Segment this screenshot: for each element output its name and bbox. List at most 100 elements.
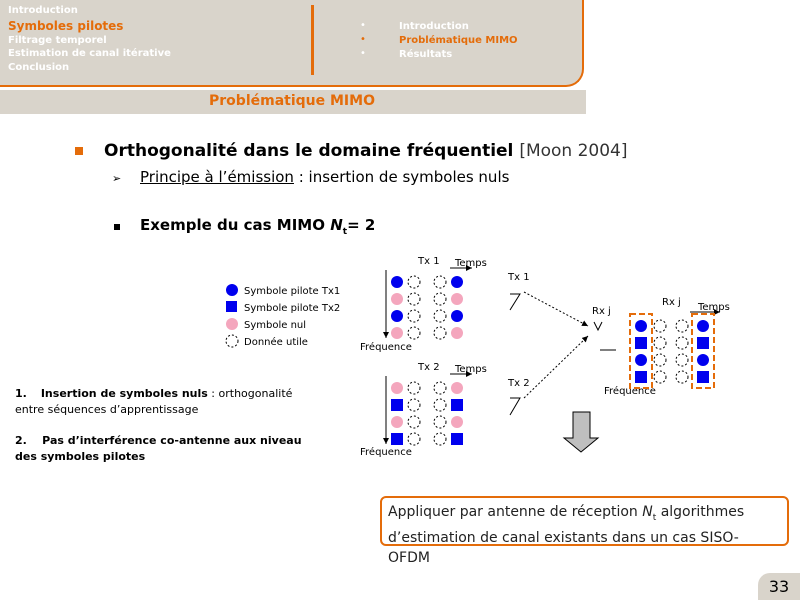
null-symbol (391, 382, 403, 394)
legend-label: Symbole pilote Tx2 (244, 303, 340, 314)
null-symbol (391, 416, 403, 428)
null-symbol (451, 382, 463, 394)
data-symbol (407, 398, 421, 412)
legend-null-icon (226, 318, 238, 330)
pilot-tx1-symbol (451, 276, 463, 288)
page-number: 33 (758, 573, 800, 600)
nav-item-introduction[interactable]: Introduction (8, 5, 78, 16)
example-heading: Exemple du cas MIMO Nt= 2 (140, 216, 375, 237)
data-symbol (407, 381, 421, 395)
data-symbol (653, 353, 667, 367)
data-symbol (433, 398, 447, 412)
null-symbol (451, 416, 463, 428)
note-text-1: Appliquer par antenne de réception (388, 504, 643, 520)
nav-item-filtrage-temporel[interactable]: Filtrage temporel (8, 35, 107, 46)
legend-label: Symbole nul (244, 320, 306, 331)
data-symbol (675, 319, 689, 333)
nav-item-conclusion[interactable]: Conclusion (8, 62, 70, 73)
bullet-main-text: Orthogonalité dans le domaine fréquentie… (104, 141, 514, 161)
pilot-tx2-symbol (451, 433, 463, 445)
example-var: N (330, 216, 343, 234)
null-symbol (451, 293, 463, 305)
header-panel (0, 0, 584, 87)
data-symbol (653, 336, 667, 350)
data-symbol (407, 432, 421, 446)
nav-item-estimation[interactable]: Estimation de canal itérative (8, 48, 171, 59)
data-symbol (433, 292, 447, 306)
section-bullet: • (360, 20, 366, 31)
null-symbol (391, 327, 403, 339)
tx1-grid (391, 275, 463, 340)
pilot-tx1-symbol (391, 276, 403, 288)
note-var: N (642, 504, 653, 520)
pilot-tx2-symbol (391, 433, 403, 445)
pilot-tx1-symbol (635, 320, 647, 332)
note-sub: t (652, 512, 657, 523)
list-item-1: 1. Insertion de symboles nuls : orthogon… (15, 386, 315, 418)
rx-grid-label: Rx j (662, 297, 681, 308)
data-symbol (407, 275, 421, 289)
data-symbol (407, 309, 421, 323)
data-symbol (433, 432, 447, 446)
data-symbol (653, 319, 667, 333)
data-symbol (675, 370, 689, 384)
bullet-square-icon (114, 224, 120, 230)
data-symbol (433, 326, 447, 340)
example-sub: t (342, 227, 348, 237)
pilot-tx2-symbol (697, 371, 709, 383)
tx1-antenna-label: Tx 1 (507, 272, 530, 283)
arrow-bullet-icon: ➢ (112, 172, 122, 185)
example-prefix: Exemple du cas MIMO (140, 216, 331, 234)
section-item-introduction[interactable]: Introduction (399, 21, 469, 32)
pilot-tx2-symbol (635, 371, 647, 383)
data-symbol (675, 336, 689, 350)
legend-pilot-tx2-icon (226, 301, 237, 312)
pilot-tx1-symbol (391, 310, 403, 322)
legend-label: Donnée utile (244, 336, 308, 348)
bullet-main: Orthogonalité dans le domaine fréquentie… (104, 141, 628, 161)
pilot-tx1-symbol (697, 354, 709, 366)
legend-pilot-tx1-icon (226, 284, 238, 296)
highlight-box (629, 313, 653, 389)
sub-bullet: Principe à l’émission : insertion de sym… (140, 168, 509, 186)
tx2-grid (391, 381, 463, 446)
tx1-grid-label: Tx 1 (417, 256, 440, 267)
tx2-freq-label: Fréquence (360, 446, 412, 458)
sub-bullet-underlined: Principe à l’émission (140, 168, 294, 186)
data-symbol (407, 292, 421, 306)
mimo-diagram: Symbole pilote Tx1 Symbole pilote Tx2 Sy… (225, 256, 730, 458)
rx-freq-label: Fréquence (604, 385, 656, 397)
channel-arrow (523, 335, 589, 399)
pilot-tx1-symbol (635, 354, 647, 366)
section-bullet: • (360, 34, 366, 45)
note-text-2: algorithmes d’estimation de canal exista… (388, 504, 745, 566)
rx-grid (635, 319, 709, 384)
pilot-tx2-symbol (697, 337, 709, 349)
nav-item-symboles-pilotes[interactable]: Symboles pilotes (8, 19, 124, 33)
data-symbol (433, 275, 447, 289)
pilot-tx2-symbol (391, 399, 403, 411)
note-box: Appliquer par antenne de réception Nt al… (380, 496, 789, 566)
tx1-antenna-icon (509, 293, 521, 311)
bullet-square-icon (75, 147, 83, 155)
tx2-antenna-label: Tx 2 (507, 378, 530, 389)
pilot-tx1-symbol (697, 320, 709, 332)
section-item-resultats[interactable]: Résultats (399, 49, 453, 60)
section-item-problematique[interactable]: Problématique MIMO (399, 35, 518, 46)
header-divider (311, 5, 314, 75)
data-symbol (433, 415, 447, 429)
list-num: 2. (15, 434, 27, 447)
list-bold: Insertion de symboles nuls (40, 387, 208, 400)
null-symbol (391, 293, 403, 305)
list-bold: Pas d’interférence co-antenne aux niveau… (15, 434, 302, 463)
legend-label: Symbole pilote Tx1 (244, 286, 340, 297)
section-bullet: • (360, 48, 366, 59)
rx-time-label: Temps (697, 302, 730, 313)
tx1-freq-label: Fréquence (360, 341, 412, 353)
pilot-tx1-symbol (451, 310, 463, 322)
data-symbol (433, 309, 447, 323)
data-symbol (433, 381, 447, 395)
data-symbol (675, 353, 689, 367)
pilot-tx2-symbol (451, 399, 463, 411)
rx-antenna-label: Rx j (592, 306, 611, 317)
